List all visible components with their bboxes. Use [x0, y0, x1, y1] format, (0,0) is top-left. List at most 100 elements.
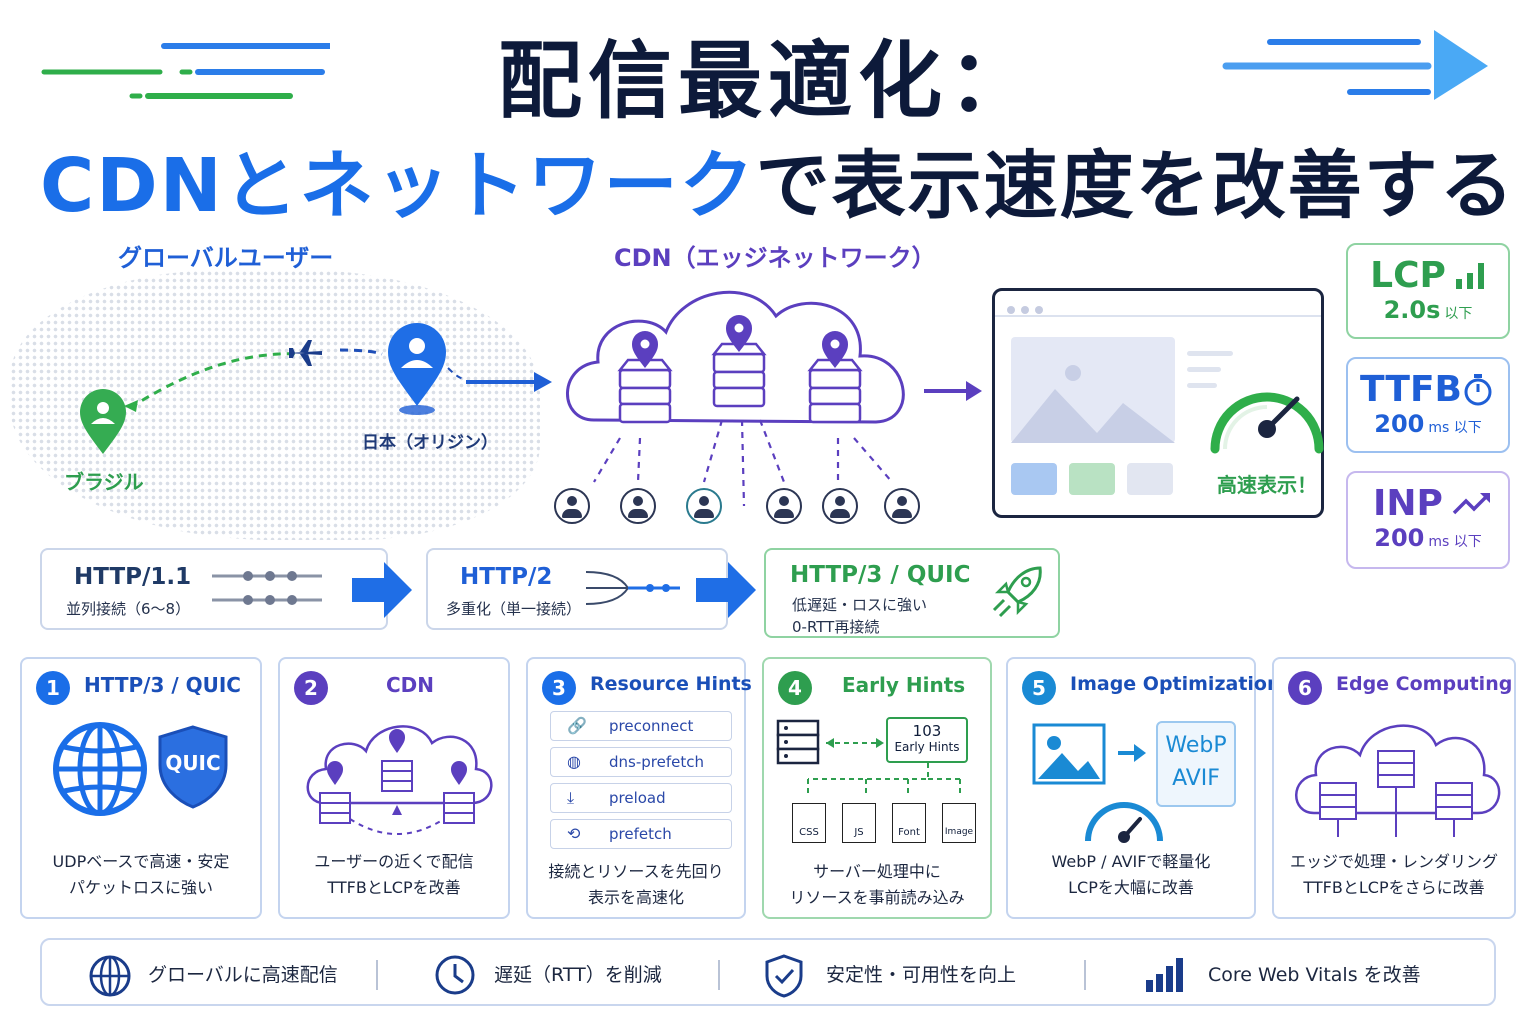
speedometer-icon	[1210, 392, 1324, 454]
protocol-desc-2: 0-RTT再接続	[792, 618, 880, 636]
user-avatar-icon	[884, 488, 920, 524]
feature-desc: UDPベースで高速・安定パケットロスに強い	[52, 852, 230, 897]
feature-desc: サーバー処理中にリソースを事前読み込み	[789, 862, 965, 907]
cdn-cloud-icon	[306, 725, 493, 835]
feature-title: Image Optimization	[1070, 673, 1281, 695]
protocol-desc: 並列接続（6〜8）	[66, 600, 191, 618]
globe-icon	[53, 722, 147, 816]
globe-icon: ◍	[567, 752, 581, 771]
arrow-right-icon	[1118, 744, 1146, 762]
benefit-label: グローバルに高速配信	[148, 964, 338, 986]
page-title: 配信最適化：	[497, 32, 1038, 130]
file-js-icon: JS	[842, 803, 876, 843]
format-box: WebP AVIF	[1156, 721, 1236, 807]
format-avif: AVIF	[1172, 766, 1220, 791]
arrow-right-icon	[352, 562, 412, 618]
airplane-icon	[288, 340, 322, 366]
user-avatar-icon	[766, 488, 802, 524]
global-users-heading: グローバルユーザー	[118, 244, 334, 272]
feature-card-early-hints: 4 Early Hints 103 Early Hints CSS JS Fon…	[762, 657, 992, 919]
trend-up-icon	[1452, 493, 1490, 515]
shield-check-icon	[765, 954, 803, 998]
gauge-icon	[1085, 802, 1163, 843]
feature-title: CDN	[386, 673, 435, 697]
feature-number: 3	[542, 671, 576, 705]
benefits-bar: グローバルに高速配信 遅延（RTT）を削減 安定性・可用性を向上 Core We…	[40, 938, 1496, 1006]
quic-badge-label: QUIC	[165, 751, 221, 775]
divider	[718, 960, 720, 990]
hint-dns-prefetch: ◍dns-prefetch	[550, 747, 732, 777]
status-code-label: Early Hints	[894, 740, 960, 754]
rocket-icon	[992, 566, 1042, 618]
quic-shield-icon	[158, 725, 228, 809]
user-avatar-icon	[620, 488, 656, 524]
bar-chart-icon	[1146, 958, 1183, 992]
feature-title: Early Hints	[842, 673, 966, 697]
feature-card-resource-hints: 3 Resource Hints 🔗preconnect ◍dns-prefet…	[526, 657, 752, 919]
user-avatar-icon	[686, 488, 722, 524]
protocol-card-http1: HTTP/1.1 並列接続（6〜8）	[40, 548, 388, 630]
page-subtitle: CDNとネットワークで表示速度を改善する	[40, 126, 1516, 233]
protocol-desc: 多重化（単一接続）	[446, 600, 582, 618]
server-icon	[776, 719, 820, 765]
file-image-icon: Image	[942, 803, 976, 843]
arrow-right-icon	[696, 562, 756, 618]
feature-desc: 接続とリソースを先回り表示を高速化	[548, 862, 724, 907]
file-font-icon: Font	[892, 803, 926, 843]
hint-preconnect: 🔗preconnect	[550, 711, 732, 741]
feature-number: 5	[1022, 671, 1056, 705]
hint-prefetch: ⟲prefetch	[550, 819, 732, 849]
hint-preload: ⤓preload	[550, 783, 732, 813]
feature-title: Resource Hints	[590, 673, 752, 695]
feature-card-http3: 1 HTTP/3 / QUIC QUIC UDPベースで高速・安定パケットロスに…	[20, 657, 262, 919]
feature-title: HTTP/3 / QUIC	[84, 673, 241, 697]
fast-display-label: 高速表示！	[1217, 473, 1317, 497]
feature-title: Edge Computing	[1336, 673, 1513, 695]
cdn-heading: CDN（エッジネットワーク）	[614, 244, 936, 272]
user-avatar-icon	[554, 488, 590, 524]
user-avatar-icon	[822, 488, 858, 524]
protocol-card-http2: HTTP/2 多重化（単一接続）	[426, 548, 728, 630]
early-hints-code-box: 103 Early Hints	[886, 717, 968, 763]
origin-label: 日本（オリジン）	[362, 433, 498, 453]
benefit-label: 安定性・可用性を向上	[826, 964, 1017, 986]
protocol-title: HTTP/2	[460, 564, 553, 590]
protocol-title: HTTP/1.1	[74, 564, 192, 590]
bar-chart-icon	[1456, 263, 1484, 289]
download-icon: ⤓	[567, 788, 575, 807]
metric-name: TTFB	[1360, 369, 1462, 410]
divider	[1084, 960, 1086, 990]
cdn-cloud-diagram	[566, 290, 905, 507]
status-code: 103	[912, 722, 942, 740]
early-hints-flow	[807, 738, 961, 797]
format-webp: WebP	[1165, 733, 1227, 758]
globe-icon	[89, 955, 131, 997]
file-css-icon: CSS	[792, 803, 826, 843]
stopwatch-icon	[1464, 374, 1492, 406]
browser-window: 高速表示！	[992, 288, 1324, 518]
link-icon: 🔗	[567, 716, 587, 735]
feature-card-image-optimization: 5 Image Optimization WebP AVIF WebP / AV…	[1006, 657, 1281, 919]
edge-cloud-icon	[1295, 724, 1501, 837]
benefit-label: 遅延（RTT）を削減	[494, 964, 662, 986]
feature-number: 2	[294, 671, 328, 705]
protocol-desc: 低遅延・ロスに強い	[792, 596, 928, 614]
feature-number: 1	[36, 671, 70, 705]
divider	[376, 960, 378, 990]
parallel-connections-icon	[212, 571, 322, 605]
brazil-label: ブラジル	[64, 470, 144, 494]
feature-number: 6	[1288, 671, 1322, 705]
map-routes	[124, 348, 552, 412]
benefit-label: Core Web Vitals を改善	[1208, 964, 1421, 986]
